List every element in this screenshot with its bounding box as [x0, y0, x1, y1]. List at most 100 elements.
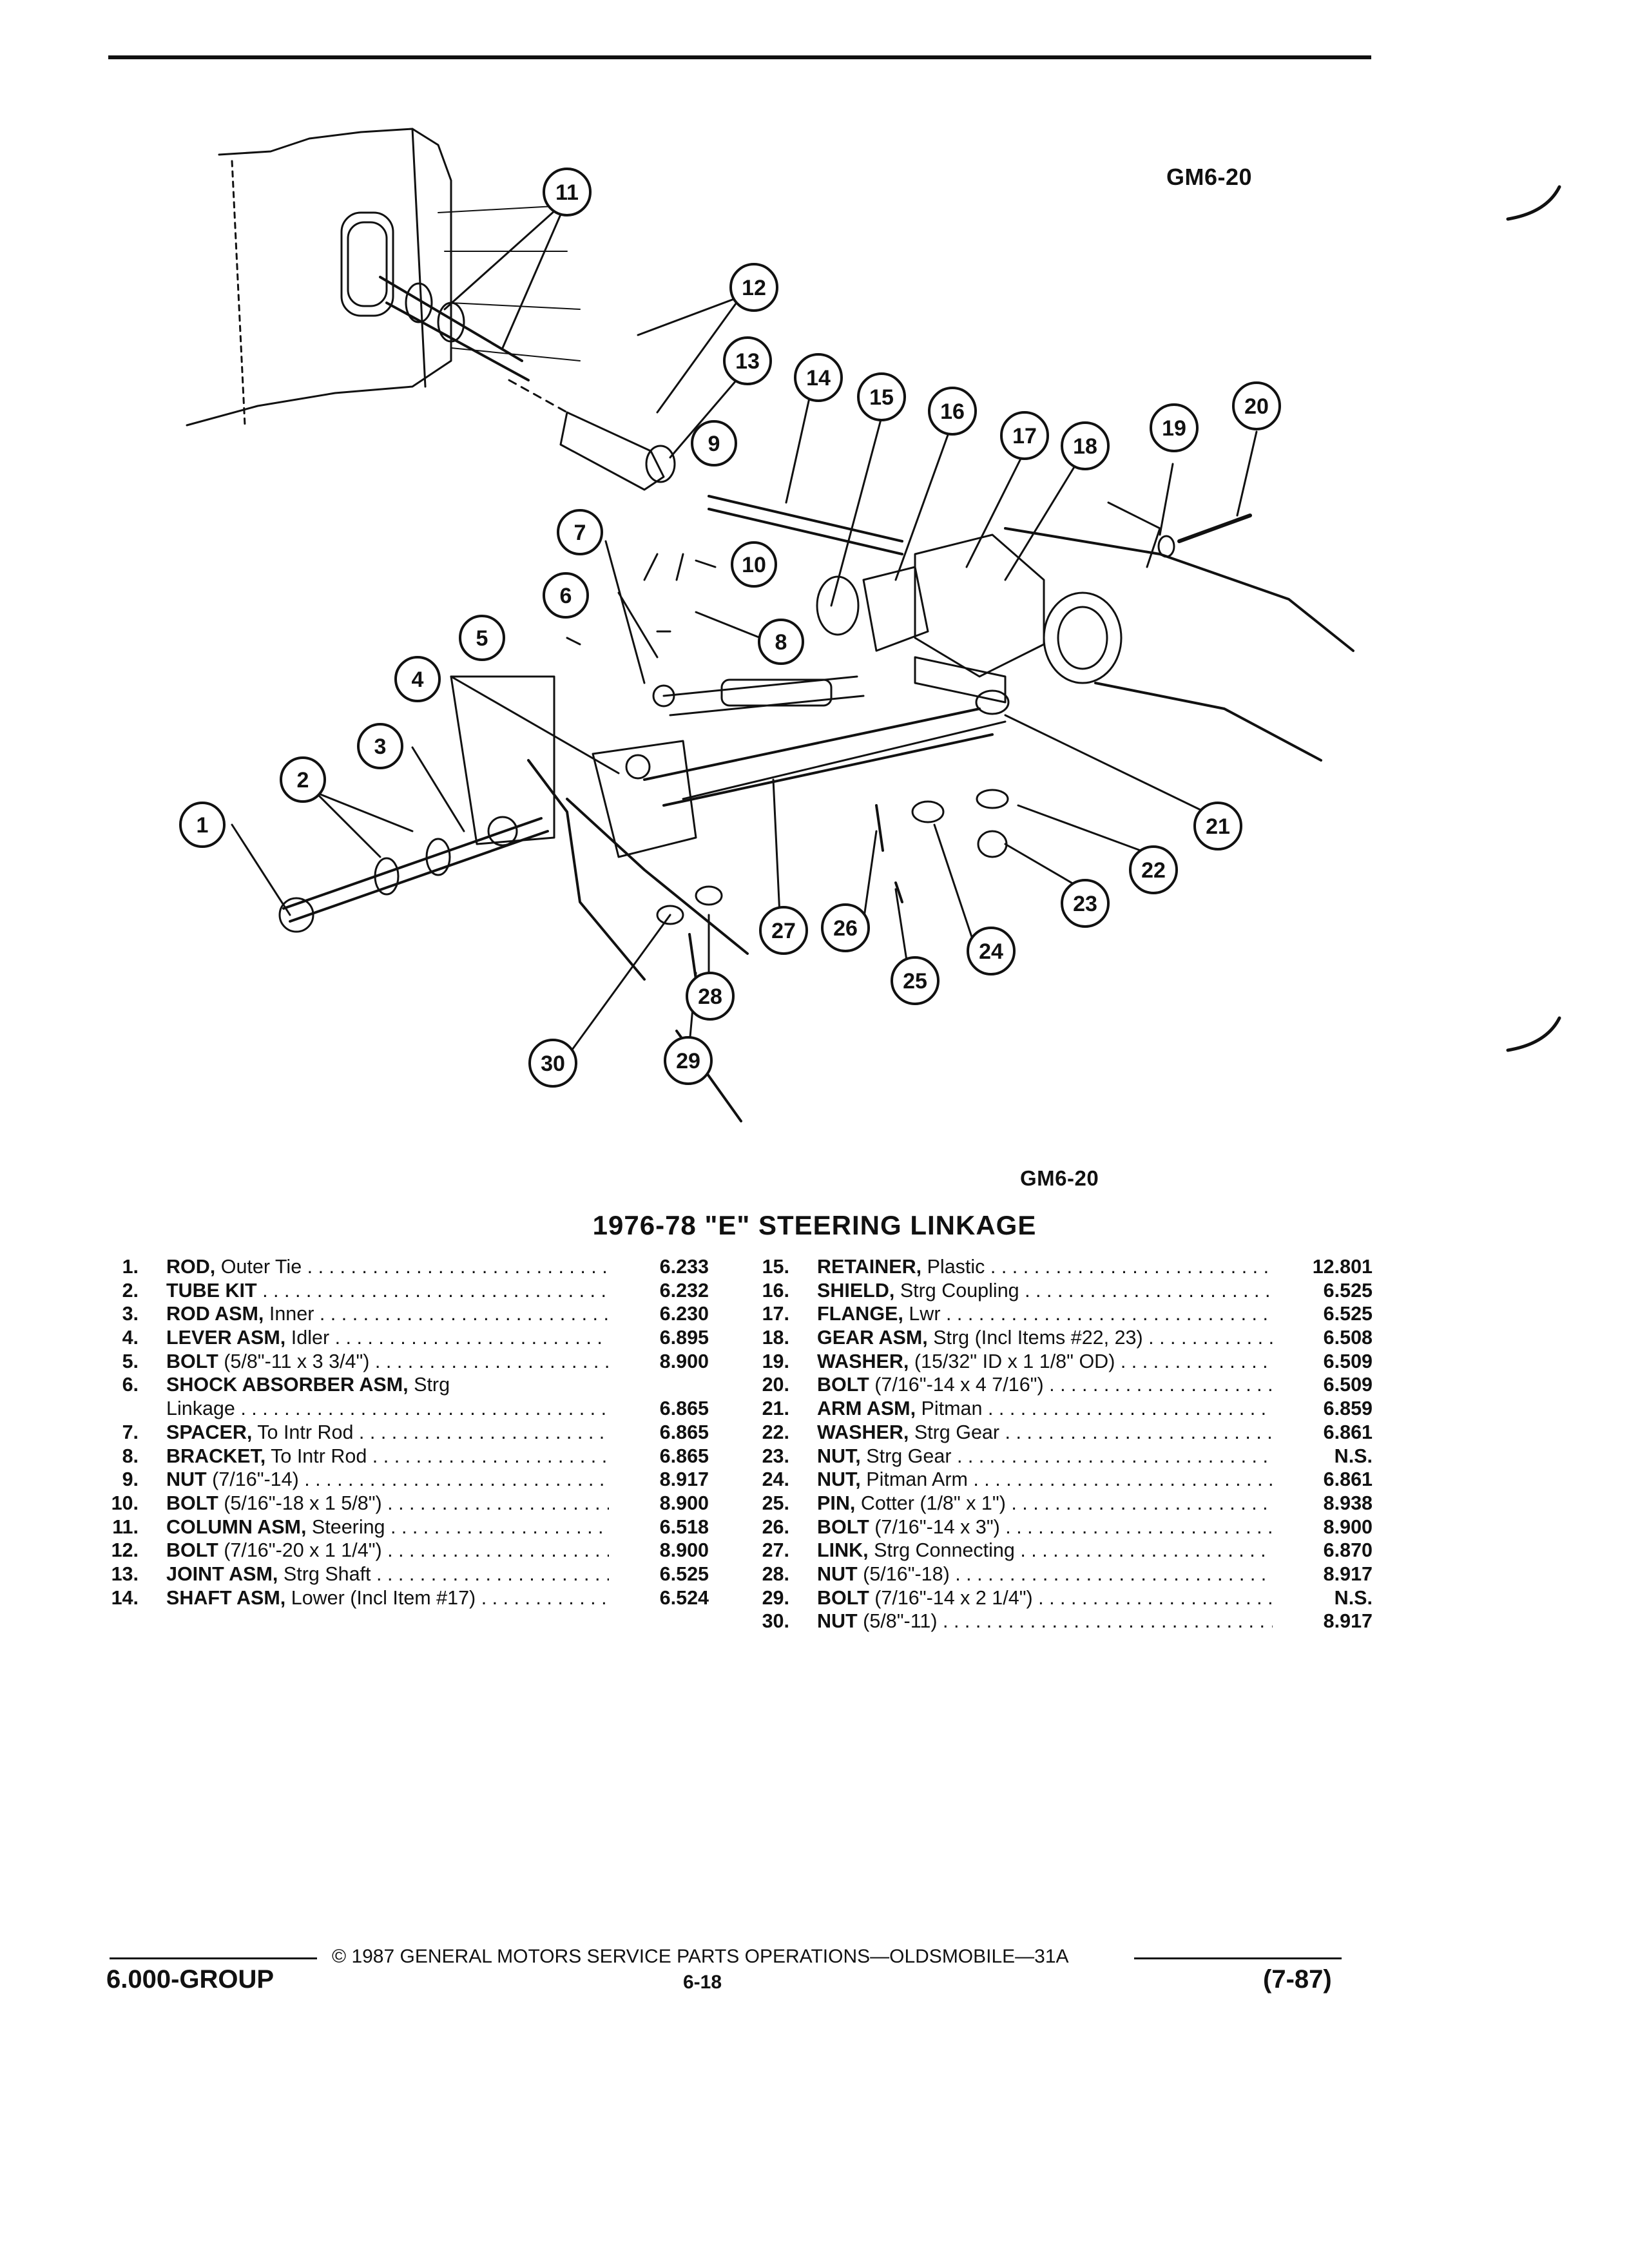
- part-number: 19.: [762, 1350, 789, 1372]
- svg-text:28: 28: [698, 985, 722, 1009]
- part-row: 30.NUT (5/8"-11)8.917: [747, 1610, 1373, 1633]
- part-reference: 6.859: [1323, 1398, 1373, 1420]
- svg-text:4: 4: [412, 668, 424, 692]
- callout-24: 24: [967, 927, 1016, 975]
- part-name: BOLT: [166, 1492, 218, 1514]
- part-row: 12. BOLT (7/16"-20 x 1 1/4") 8.900: [97, 1539, 709, 1562]
- part-reference: 12.801: [1312, 1256, 1373, 1278]
- part-description: NUT, Strg Gear: [817, 1445, 1273, 1468]
- part-description: BOLT (7/16"-14 x 2 1/4"): [817, 1586, 1273, 1610]
- part-reference: 8.900: [659, 1492, 709, 1514]
- part-reference: 6.509: [1323, 1350, 1373, 1372]
- part-number: 21.: [762, 1398, 789, 1420]
- part-detail: Strg Coupling: [900, 1279, 1019, 1302]
- part-description: NUT (5/8"-11): [817, 1610, 1273, 1633]
- callout-29: 29: [664, 1036, 713, 1085]
- part-number: 22.: [762, 1421, 789, 1443]
- part-row: 18. GEAR ASM, Strg (Incl Items #22, 23) 6.…: [747, 1326, 1373, 1350]
- steering-linkage-exploded-diagram: 11 12 13 14 15 16 17 18 19 20 9 10 7 6 8…: [179, 128, 1561, 1122]
- svg-text:14: 14: [806, 366, 831, 390]
- part-detail: (7/16"-14 x 3"): [874, 1515, 1000, 1538]
- part-reference: 6.525: [1323, 1303, 1373, 1325]
- part-detail: Strg Gear: [914, 1421, 1000, 1443]
- page-title: 1976-78 "E" STEERING LINKAGE: [592, 1210, 1037, 1240]
- part-detail: (5/8"-11): [863, 1610, 938, 1633]
- svg-text:26: 26: [833, 916, 858, 941]
- part-name: ARM ASM,: [817, 1398, 916, 1420]
- part-name: ROD,: [166, 1256, 216, 1278]
- part-row: 10.BOLT (5/16"-18 x 1 5/8")8.900: [97, 1492, 709, 1515]
- svg-text:5: 5: [476, 626, 488, 651]
- callout-12: 12: [729, 263, 778, 312]
- svg-text:25: 25: [903, 969, 927, 994]
- part-name: NUT,: [817, 1468, 861, 1491]
- part-reference: 6.508: [1323, 1327, 1373, 1349]
- part-detail: Lwr: [909, 1303, 941, 1325]
- svg-text:17: 17: [1012, 424, 1037, 448]
- part-description: SHAFT ASM, Lower (Incl Item #17): [166, 1586, 609, 1610]
- svg-text:7: 7: [574, 521, 586, 545]
- group-label: 6.000-GROUP: [106, 1965, 275, 1994]
- callout-13: 13: [723, 336, 772, 385]
- part-number: 13.: [111, 1562, 139, 1585]
- part-name: WASHER,: [817, 1421, 909, 1443]
- part-reference: 6.233: [659, 1256, 709, 1278]
- copyright-notice: © 1987 GENERAL MOTORS SERVICE PARTS OPER…: [332, 1946, 1069, 1967]
- part-name: NUT,: [817, 1445, 861, 1467]
- part-row: 11.COLUMN ASM, Steering6.518: [97, 1515, 709, 1539]
- svg-text:9: 9: [708, 432, 720, 456]
- svg-text:11: 11: [555, 180, 579, 205]
- part-detail: (5/16"-18): [863, 1562, 950, 1585]
- callout-8: 8: [758, 619, 804, 665]
- callout-9: 9: [691, 420, 737, 466]
- part-reference: 6.895: [659, 1327, 709, 1349]
- date-code: (7-87): [1263, 1965, 1332, 1994]
- part-reference: 8.900: [1323, 1515, 1373, 1538]
- part-name: FLANGE,: [817, 1303, 903, 1325]
- part-description: BOLT (7/16"-14 x 3"): [817, 1515, 1273, 1539]
- part-number: 9.: [122, 1468, 139, 1491]
- part-number: 12.: [111, 1539, 139, 1562]
- svg-text:13: 13: [735, 349, 760, 374]
- part-description: SPACER, To Intr Rod: [166, 1421, 609, 1445]
- part-description: WASHER, Strg Gear: [817, 1421, 1273, 1445]
- part-name: GEAR ASM,: [817, 1327, 928, 1349]
- part-detail: Strg Connecting: [874, 1539, 1015, 1562]
- part-row: 24.NUT, Pitman Arm6.861: [747, 1468, 1373, 1492]
- part-name: COLUMN ASM,: [166, 1515, 307, 1538]
- part-number: 4.: [122, 1327, 139, 1349]
- part-row: 28.NUT (5/16"-18)8.917: [747, 1562, 1373, 1586]
- part-description: ROD, Outer Tie: [166, 1255, 609, 1279]
- part-number: 17.: [762, 1303, 789, 1325]
- part-number: 18.: [762, 1327, 789, 1349]
- part-row: 1. ROD, Outer Tie 6.233: [97, 1255, 709, 1279]
- part-description: BOLT (7/16"-20 x 1 1/4"): [166, 1539, 609, 1562]
- part-detail: (7/16"-14 x 4 7/16"): [874, 1374, 1044, 1396]
- part-row: 20.BOLT (7/16"-14 x 4 7/16")6.509: [747, 1373, 1373, 1397]
- callout-5: 5: [459, 615, 505, 661]
- part-number: 15.: [762, 1256, 789, 1278]
- part-name: SHIELD,: [817, 1279, 895, 1302]
- callout-1: 1: [179, 802, 226, 848]
- part-reference: 8.900: [659, 1539, 709, 1562]
- part-number: 28.: [762, 1562, 789, 1585]
- part-name: ROD ASM,: [166, 1303, 264, 1325]
- part-reference: 6.524: [659, 1586, 709, 1609]
- part-row: 26.BOLT (7/16"-14 x 3")8.900: [747, 1515, 1373, 1539]
- part-detail: Pitman: [921, 1398, 983, 1420]
- part-row: 5.BOLT (5/8"-11 x 3 3/4")8.900: [97, 1350, 709, 1374]
- svg-text:23: 23: [1073, 892, 1097, 916]
- callout-4: 4: [394, 656, 441, 702]
- part-reference: 8.900: [659, 1350, 709, 1372]
- svg-text:3: 3: [374, 735, 387, 759]
- callout-3: 3: [357, 723, 403, 769]
- callout-15: 15: [857, 372, 906, 421]
- part-number: 1.: [122, 1256, 139, 1278]
- part-description: RETAINER, Plastic: [817, 1255, 1273, 1279]
- part-detail: Cotter (1/8" x 1"): [860, 1492, 1006, 1514]
- part-description: NUT, Pitman Arm: [817, 1468, 1273, 1492]
- part-detail: Strg (Incl Items #22, 23): [933, 1327, 1143, 1349]
- callout-26: 26: [821, 903, 870, 952]
- svg-text:6: 6: [560, 584, 572, 608]
- svg-text:1: 1: [197, 813, 209, 838]
